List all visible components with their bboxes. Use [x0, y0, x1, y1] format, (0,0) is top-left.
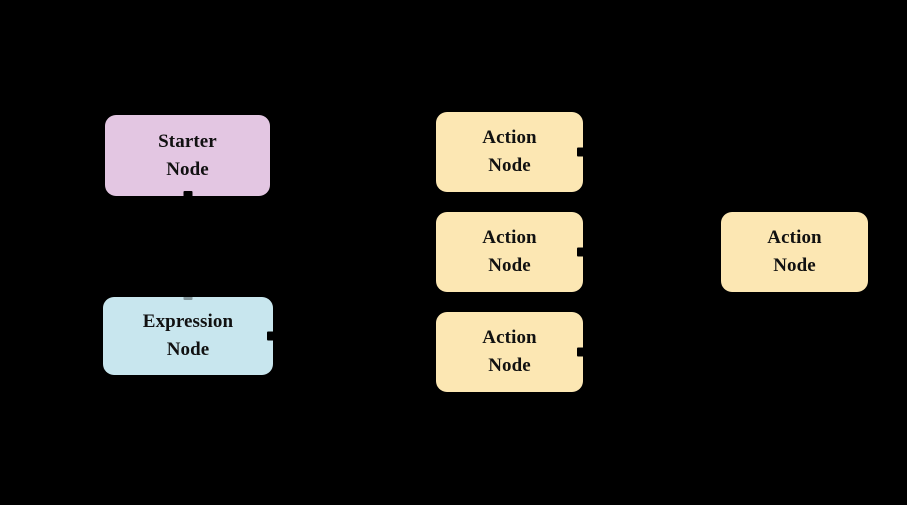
- action-node-4-label-line1: Action: [767, 227, 822, 249]
- expression-node-output-port[interactable]: [267, 331, 274, 341]
- expression-node-label-line1: Expression: [142, 311, 234, 333]
- action-node-4-label-line2: Node: [773, 255, 816, 276]
- action-node-3-label-line1: Action: [482, 327, 537, 349]
- action-node-1-label-line1: Action: [482, 127, 537, 149]
- expression-node[interactable]: Expression Node: [103, 296, 274, 375]
- starter-node-label-line2: Node: [166, 158, 209, 180]
- action-node-1-label-line2: Node: [488, 155, 531, 176]
- expression-node-label-line2: Node: [166, 339, 210, 360]
- starter-node-label-line1: Starter: [158, 130, 217, 152]
- action-node-1[interactable]: Action Node: [436, 112, 584, 192]
- action-node-3-label-line2: Node: [488, 355, 531, 376]
- action-node-2-label-line1: Action: [482, 227, 537, 249]
- expression-node-input-port[interactable]: [183, 296, 193, 300]
- action-node-2-output-port[interactable]: [577, 247, 584, 257]
- action-node-3-output-port[interactable]: [577, 347, 584, 357]
- action-node-2-label-line2: Node: [488, 255, 531, 276]
- action-node-1-output-port[interactable]: [577, 147, 584, 157]
- action-node-4[interactable]: Action Node: [721, 212, 868, 292]
- action-node-3[interactable]: Action Node: [436, 312, 584, 392]
- action-node-2[interactable]: Action Node: [436, 212, 584, 292]
- starter-node-output-port[interactable]: [183, 191, 192, 197]
- starter-node[interactable]: Starter Node: [105, 115, 270, 197]
